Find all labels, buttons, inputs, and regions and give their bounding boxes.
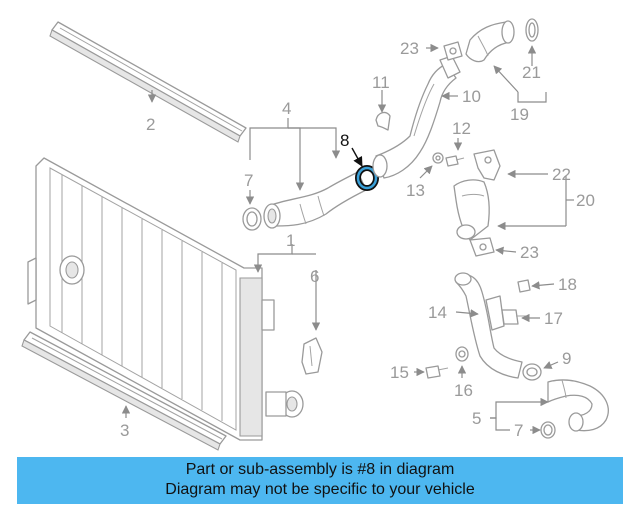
- callout-2: 2: [146, 115, 155, 134]
- callout-23-upper: 23: [400, 39, 419, 58]
- callout-16: 16: [454, 381, 473, 400]
- callout-6: 6: [310, 267, 319, 286]
- callout-15: 15: [390, 363, 409, 382]
- callout-20: 20: [576, 191, 595, 210]
- part-8-leader: [351, 147, 363, 167]
- intake-hose-upper: [465, 20, 515, 63]
- lower-hose: [547, 379, 609, 432]
- nut-13: [432, 152, 444, 164]
- banner-line-2: Diagram may not be specific to your vehi…: [165, 481, 475, 498]
- callout-21: 21: [522, 63, 541, 82]
- callout-9: 9: [562, 349, 571, 368]
- callout-13: 13: [406, 181, 425, 200]
- callout-10: 10: [462, 87, 481, 106]
- callout-7-lower: 7: [514, 421, 523, 440]
- callout-1: 1: [286, 231, 295, 250]
- parts-diagram: 1 2 3 4 5 6 7 8 9 10 11 12 13 14 15 16 1…: [21, 18, 609, 451]
- callout-7: 7: [244, 171, 253, 190]
- clamp-lower: [469, 237, 495, 257]
- callout-11: 11: [372, 73, 390, 92]
- bracket-22: [473, 149, 501, 181]
- bolt-15: [425, 365, 449, 379]
- callout-23-lower: 23: [520, 243, 539, 262]
- seal-ring-8: [355, 165, 379, 191]
- info-banner: Part or sub-assembly is #8 in diagram Di…: [17, 457, 623, 504]
- o-ring-21: [525, 18, 539, 42]
- screw-18: [517, 279, 531, 293]
- callout-19: 19: [510, 105, 529, 124]
- banner-line-1: Part or sub-assembly is #8 in diagram: [185, 461, 455, 478]
- upper-trim-strip: [49, 21, 247, 143]
- intake-pipe: [454, 272, 523, 379]
- cooler-fins: [61, 175, 223, 421]
- lower-trim-strip: [21, 331, 227, 451]
- clamp-9: [522, 363, 542, 381]
- callout-17: 17: [544, 309, 563, 328]
- callout-3: 3: [120, 421, 129, 440]
- bolt-12: [445, 155, 465, 167]
- leader-lines: [121, 43, 574, 435]
- charge-hose: [263, 171, 367, 229]
- o-ring-7-lower: [540, 421, 556, 439]
- callout-22: 22: [552, 165, 571, 184]
- callout-5: 5: [472, 409, 481, 428]
- intercooler: [27, 157, 304, 441]
- callout-8: 8: [340, 131, 349, 150]
- callout-14: 14: [428, 303, 447, 322]
- o-ring-7: [242, 207, 262, 231]
- fitting-17: [501, 309, 526, 325]
- callout-18: 18: [558, 275, 577, 294]
- retaining-clip: [375, 111, 391, 131]
- callout-12: 12: [452, 119, 471, 138]
- clamp-upper: [443, 41, 463, 61]
- callout-labels: 1 2 3 4 5 6 7 8 9 10 11 12 13 14 15 16 1…: [120, 39, 595, 440]
- elbow-hose: [453, 179, 490, 241]
- grommet-16: [455, 346, 469, 362]
- mounting-clip: [301, 337, 323, 375]
- callout-4: 4: [282, 99, 291, 118]
